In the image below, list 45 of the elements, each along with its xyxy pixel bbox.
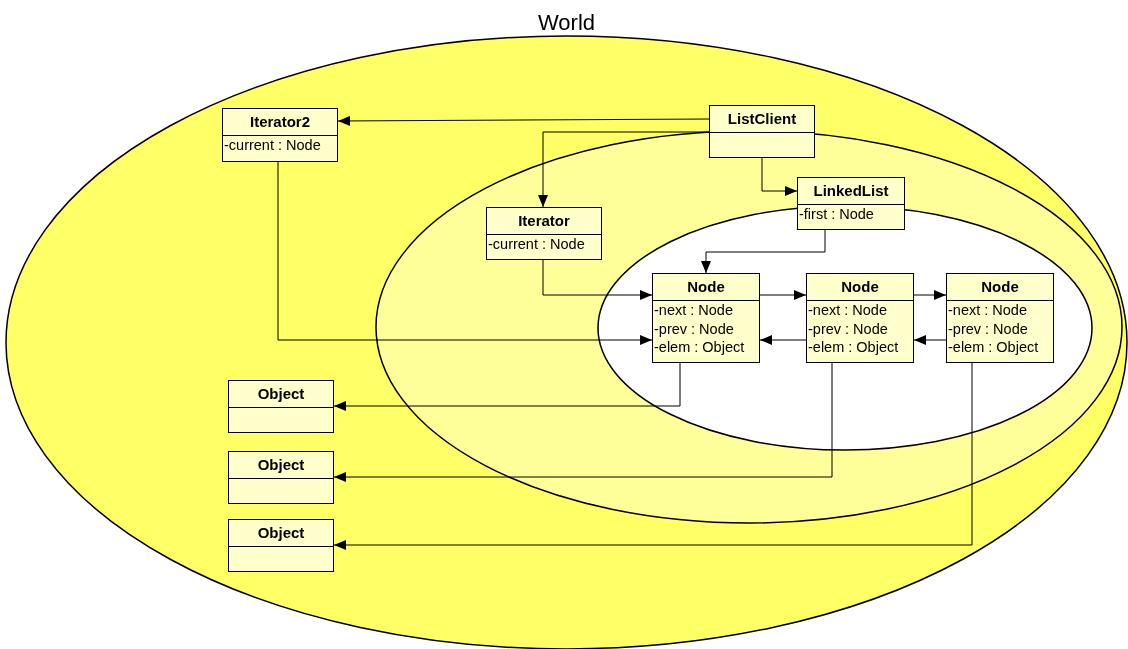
class-box <box>228 380 334 433</box>
class-name: Node <box>807 274 913 301</box>
class-box <box>486 207 602 260</box>
attribute: -prev : Node <box>947 319 1029 338</box>
arrow <box>913 290 947 300</box>
class-name: Iterator <box>487 208 601 235</box>
region-title: World <box>537 10 596 36</box>
arrow <box>333 362 681 411</box>
attribute: -current : Node <box>487 235 586 254</box>
class-name: LinkedList <box>798 178 904 205</box>
class-box <box>652 273 760 363</box>
arrow <box>333 362 973 550</box>
arrow <box>277 161 653 345</box>
class-name: Object <box>229 452 333 479</box>
class-box <box>228 519 334 572</box>
arrow <box>759 335 807 345</box>
arrow <box>913 335 947 345</box>
attribute: -next : Node <box>947 301 1028 320</box>
class-name: Node <box>947 274 1053 301</box>
arrow <box>701 229 826 274</box>
arrow <box>542 259 653 300</box>
class-box <box>222 108 338 162</box>
class-name: ListClient <box>710 106 814 133</box>
attribute: -prev : Node <box>807 319 889 338</box>
arrow <box>759 290 807 300</box>
arrow <box>538 131 710 208</box>
attribute: -next : Node <box>653 301 734 320</box>
attribute: -next : Node <box>807 301 888 320</box>
attribute: -elem : Object <box>947 338 1040 357</box>
class-box <box>946 273 1054 363</box>
class-name: Iterator2 <box>223 109 337 136</box>
class-name: Node <box>653 274 759 301</box>
class-box <box>709 105 815 158</box>
class-box <box>228 451 334 504</box>
attribute: -elem : Object <box>653 338 746 357</box>
class-name: Object <box>229 381 333 408</box>
attribute: -first : Node <box>798 205 875 224</box>
class-box <box>797 177 905 230</box>
class-box <box>806 273 914 363</box>
arrow <box>333 362 833 482</box>
attribute: -prev : Node <box>653 319 735 338</box>
attribute: -elem : Object <box>807 338 900 357</box>
attribute: -current : Node <box>223 136 322 155</box>
class-name: Object <box>229 520 333 547</box>
arrow <box>761 157 798 196</box>
